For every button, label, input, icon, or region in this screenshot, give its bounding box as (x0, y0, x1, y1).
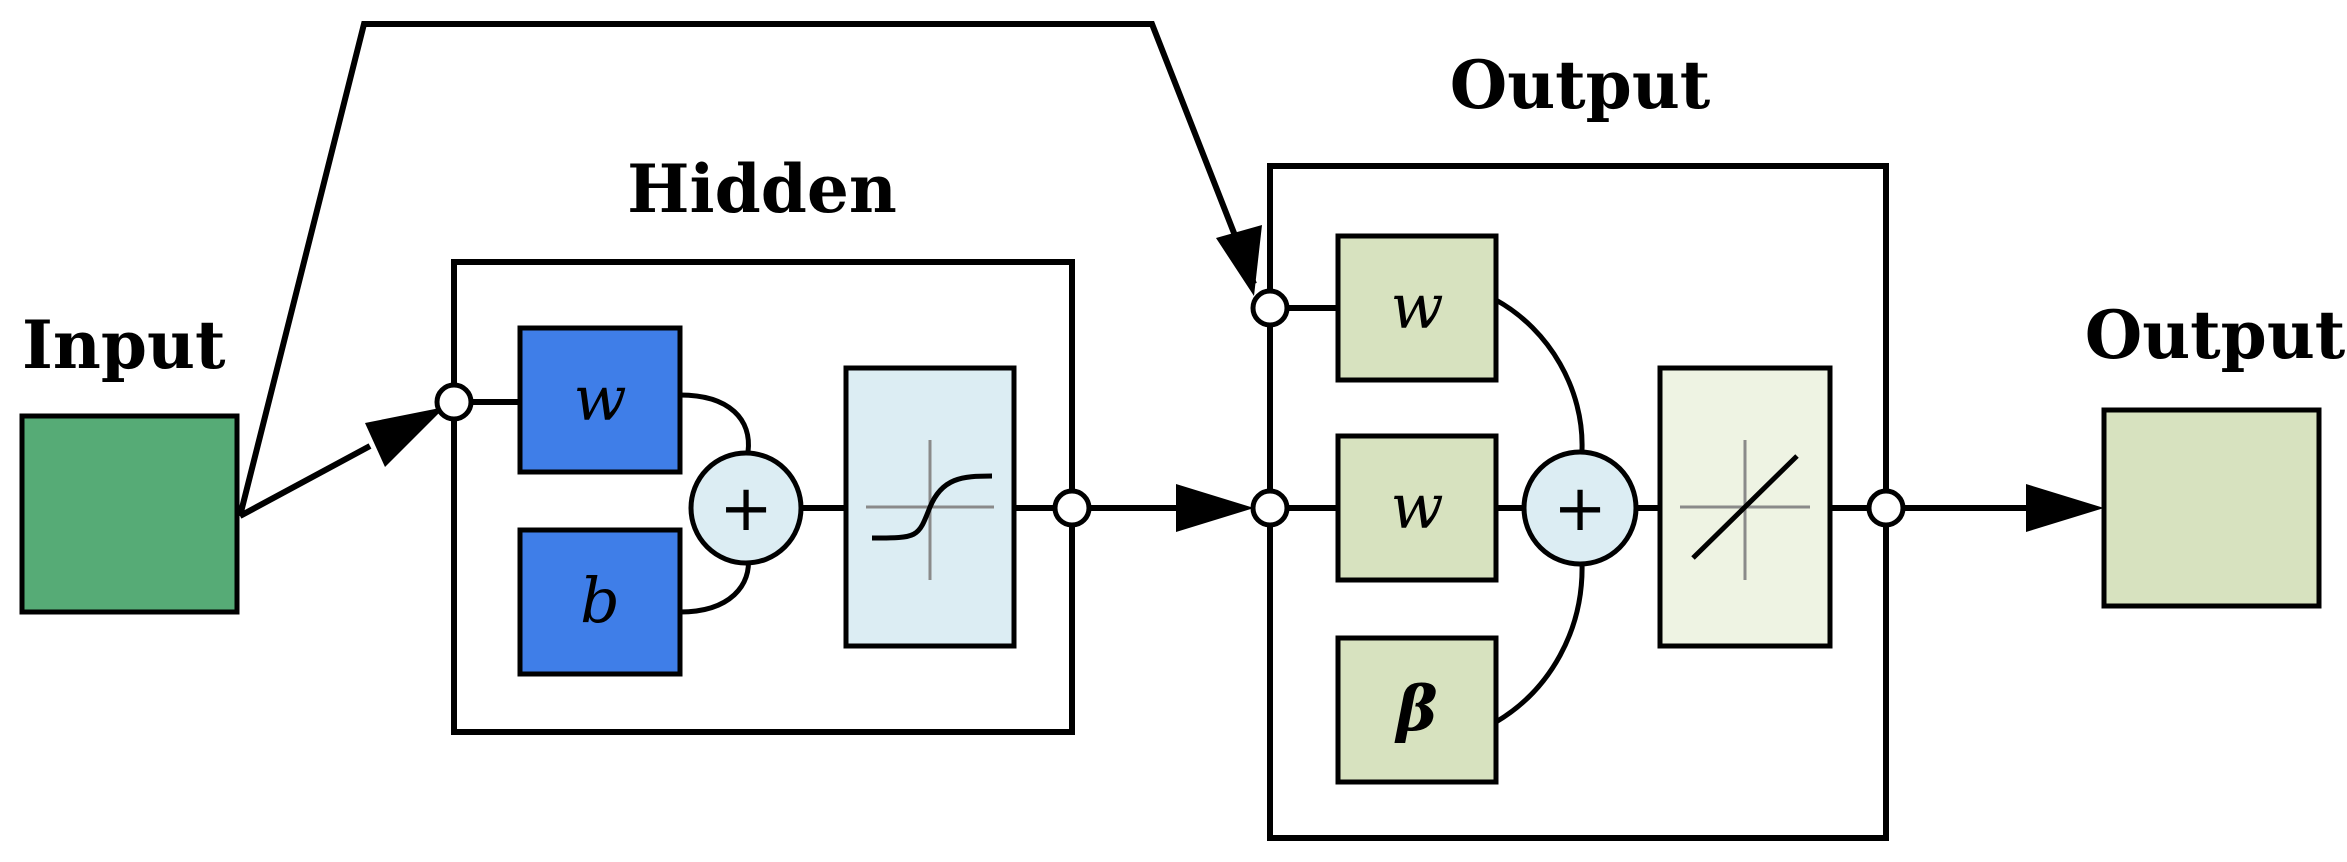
hidden-title: Hidden (627, 150, 897, 228)
sigmoid-curve-icon (871, 473, 993, 541)
input-to-hidden-arrowhead (365, 407, 445, 467)
output-to-node-arrowhead (2026, 484, 2104, 532)
output-node-box (2101, 407, 2322, 609)
hidden-sum-symbol: + (719, 472, 773, 546)
output-hidden-input-port (1250, 488, 1290, 528)
output-layer-title: Output (1450, 46, 1711, 124)
input-to-hidden-line (238, 443, 372, 519)
output-weight-box-1 (1335, 233, 1499, 383)
output-weight-1-to-sum-curve (1494, 297, 1585, 451)
skip-connection-line (237, 21, 1257, 517)
output-layer-output-port (1866, 488, 1906, 528)
hidden-weight-box (517, 325, 683, 475)
hidden-output-port (1052, 488, 1092, 528)
skip-connection-arrowhead (1216, 225, 1262, 296)
output-beta-to-sum-curve (1494, 561, 1585, 725)
output-beta-symbol: β (1394, 672, 1437, 745)
hidden-bias-symbol: b (580, 564, 620, 637)
input-title: Input (22, 306, 226, 384)
output-skip-input-port (1250, 288, 1290, 328)
output-node-title: Output (2085, 296, 2346, 374)
input-box (19, 413, 240, 615)
output-beta-box (1335, 635, 1499, 785)
hidden-to-output-arrowhead (1176, 484, 1254, 532)
output-weight-box-2 (1335, 433, 1499, 583)
hidden-input-port (434, 382, 474, 422)
linear-line-icon (1691, 454, 1799, 560)
hidden-weight-symbol: w (573, 362, 626, 435)
output-weight-symbol-1: w (1390, 270, 1443, 343)
output-sum-symbol: + (1553, 472, 1607, 546)
hidden-weight-to-sum-curve (679, 392, 751, 453)
hidden-bias-box (517, 527, 683, 677)
output-weight-symbol-2: w (1390, 470, 1443, 543)
